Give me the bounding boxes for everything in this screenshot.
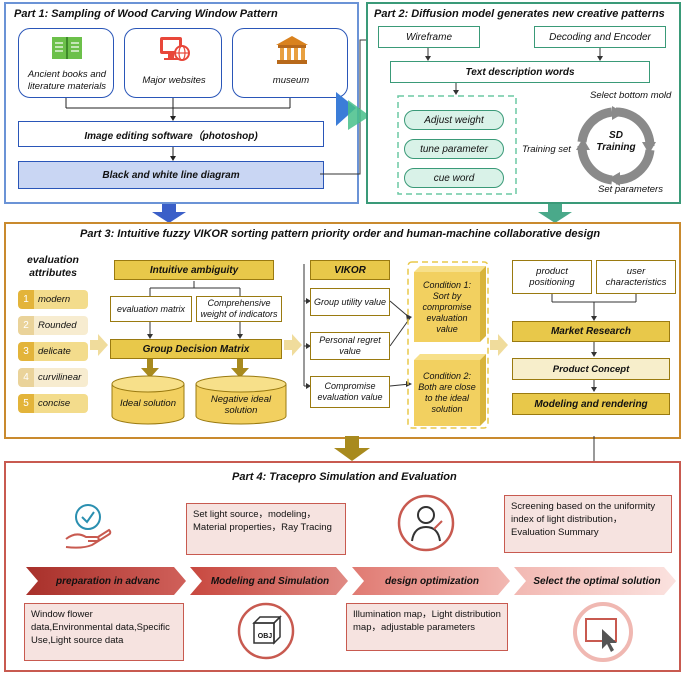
source-websites-label: Major websites	[142, 75, 206, 86]
hand-check-icon	[65, 504, 112, 549]
part2-down-arrow	[538, 204, 572, 223]
window-data-box: Window flower data,Environmental data,Sp…	[24, 603, 184, 661]
source-books: Ancient books and literature materials	[18, 28, 114, 98]
source-museum: museum	[232, 28, 348, 98]
attribute-label: modern	[34, 290, 88, 309]
adjust-weight-pill: Adjust weight	[404, 110, 504, 130]
obj-label: OBJ	[257, 633, 273, 640]
obj-cube-icon	[237, 602, 295, 660]
attribute-item: 5 concise	[18, 394, 88, 413]
negative-ideal-label: Negative ideal solution	[210, 394, 272, 416]
step-modeling-simulation: Modeling and Simulation	[210, 575, 330, 587]
part3-title: Part 3: Intuitive fuzzy VIKOR sorting pa…	[80, 228, 601, 240]
select-mold-label: Select bottom mold	[590, 90, 672, 101]
part4-panel: Part 4: Tracepro Simulation and Evaluati…	[4, 461, 681, 672]
attribute-item: 4 curvilinear	[18, 368, 88, 387]
attribute-label: delicate	[34, 342, 88, 361]
book-icon	[52, 37, 82, 59]
decoding-encoder-box: Decoding and Encoder	[534, 26, 666, 48]
market-research-box: Market Research	[512, 321, 670, 342]
condition1-box: Condition 1: Sort by compromise evaluati…	[422, 279, 472, 334]
process-chevrons	[26, 567, 676, 595]
attribute-num: 4	[18, 368, 34, 387]
modeling-rendering-box: Modeling and rendering	[512, 393, 670, 415]
website-icon	[160, 37, 190, 61]
comprehensive-weight-box: Comprehensive weight of indicators	[196, 296, 282, 322]
negative-ideal-cylinder	[195, 375, 287, 425]
attribute-label: Rounded	[34, 316, 88, 335]
group-decision-matrix-box: Group Decision Matrix	[110, 339, 282, 359]
museum-icon	[276, 36, 308, 64]
sd-training-cycle-icon	[576, 106, 656, 186]
screening-box: Screening based on the uniformity index …	[504, 495, 672, 553]
eval-attributes-title: evaluation attributes	[20, 254, 86, 280]
attribute-item: 3 delicate	[18, 342, 88, 361]
part2-title: Part 2: Diffusion model generates new cr…	[374, 8, 665, 20]
product-concept-box: Product Concept	[512, 358, 670, 380]
designer-icon	[397, 494, 455, 552]
attribute-num: 3	[18, 342, 34, 361]
part3-connectors	[90, 261, 637, 429]
set-parameters-label: Set parameters	[598, 184, 663, 195]
training-label: Training	[596, 142, 636, 153]
source-websites: Major websites	[124, 28, 222, 98]
evaluation-matrix-box: evaluation matrix	[110, 296, 192, 322]
eval-attr-title-line2: attributes	[29, 267, 77, 279]
attribute-num: 2	[18, 316, 34, 335]
step-select-optimal: Select the optimal solution	[533, 575, 661, 587]
wireframe-box: Wireframe	[378, 26, 480, 48]
product-positioning-box: product positioning	[512, 260, 592, 294]
text-description-box: Text description words	[390, 61, 650, 83]
attribute-num: 5	[18, 394, 34, 413]
source-books-label: Ancient books and literature materials	[27, 69, 107, 92]
part4-title: Part 4: Tracepro Simulation and Evaluati…	[232, 471, 457, 483]
condition2-box: Condition 2: Both are close to the ideal…	[418, 371, 476, 414]
sd-label: SD	[609, 130, 623, 141]
part1-down-arrow	[152, 204, 186, 223]
attribute-label: concise	[34, 394, 88, 413]
eval-attr-title-line1: evaluation	[27, 254, 79, 266]
part1-connectors	[65, 98, 291, 161]
tune-parameter-pill: tune parameter	[404, 139, 504, 159]
attribute-label: curvilinear	[34, 368, 88, 387]
sd-training-label: SD Training	[584, 130, 648, 154]
part2-connectors	[397, 48, 603, 195]
light-source-box: Set light source，modeling，Material prope…	[186, 503, 346, 555]
step-preparation: preparation in advanc	[56, 575, 160, 587]
ideal-solution-label: Ideal solution	[120, 398, 176, 409]
step-design-optimization: design optimization	[385, 575, 479, 587]
illumination-box: Illumination map，Light distribution map，…	[346, 603, 508, 651]
group-utility-box: Group utility value	[310, 288, 390, 316]
source-museum-label: museum	[272, 75, 310, 86]
attribute-num: 1	[18, 290, 34, 309]
user-characteristics-box: user characteristics	[596, 260, 676, 294]
part3-panel: Part 3: Intuitive fuzzy VIKOR sorting pa…	[4, 222, 681, 439]
bw-line-diagram-box: Black and white line diagram	[18, 161, 324, 189]
ideal-solution-cylinder	[111, 375, 185, 425]
vikor-box: VIKOR	[310, 260, 390, 280]
attribute-item: 2 Rounded	[18, 316, 88, 335]
image-editing-box: Image editing software（photoshop)	[18, 121, 324, 147]
training-set-label: Training set	[522, 144, 571, 155]
cursor-screen-icon	[573, 602, 633, 662]
intuitive-ambiguity-box: Intuitive ambiguity	[114, 260, 274, 280]
part1-panel: Part 1: Sampling of Wood Carving Window …	[4, 2, 359, 204]
cue-word-pill: cue word	[404, 168, 504, 188]
compromise-value-box: Compromise evaluation value	[310, 376, 390, 408]
part1-title: Part 1: Sampling of Wood Carving Window …	[14, 8, 278, 20]
personal-regret-box: Personal regret value	[310, 332, 390, 360]
part2-panel: Part 2: Diffusion model generates new cr…	[366, 2, 681, 204]
attribute-item: 1 modern	[18, 290, 88, 309]
